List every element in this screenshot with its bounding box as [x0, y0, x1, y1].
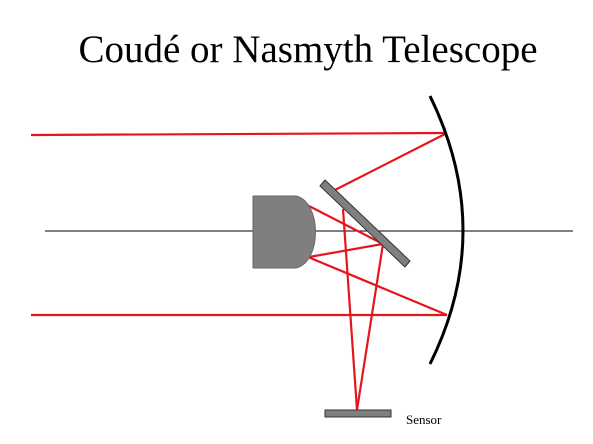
primary-mirror [428, 95, 465, 365]
tertiary-mirror [319, 179, 411, 268]
ray-secondary-to-tertiary-top [308, 205, 384, 245]
sensor-label: Sensor [406, 412, 442, 427]
sensor-plate [324, 409, 392, 418]
diagram-title: Coudé or Nasmyth Telescope [78, 28, 538, 71]
light-rays [30, 131, 448, 411]
ray-tertiary-to-sensor-left [341, 208, 359, 411]
ray-primary-to-secondary-top [330, 132, 448, 193]
incoming-ray-top [30, 131, 448, 137]
secondary-mirror [252, 195, 316, 269]
ray-tertiary-to-sensor-right [355, 243, 385, 411]
